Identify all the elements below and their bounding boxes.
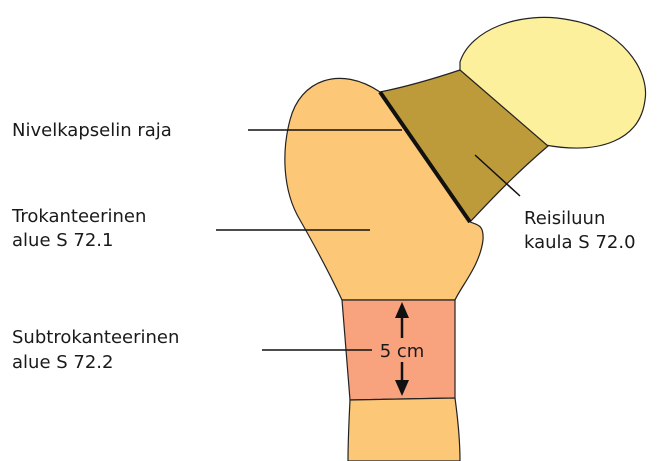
trochanteric-label-line1: Trokanteerinen <box>11 206 146 227</box>
capsule-label: Nivelkapselin raja <box>12 120 172 141</box>
femoral-shaft <box>348 398 460 461</box>
subtrochanteric-label-line1: Subtrokanteerinen <box>12 327 179 348</box>
trochanteric-label-line2: alue S 72.1 <box>12 230 113 251</box>
neck-label-line2: kaula S 72.0 <box>524 232 636 253</box>
neck-label-line1: Reisiluun <box>524 208 605 229</box>
distance-label: 5 cm <box>380 341 425 362</box>
subtrochanteric-label-line2: alue S 72.2 <box>12 352 113 373</box>
